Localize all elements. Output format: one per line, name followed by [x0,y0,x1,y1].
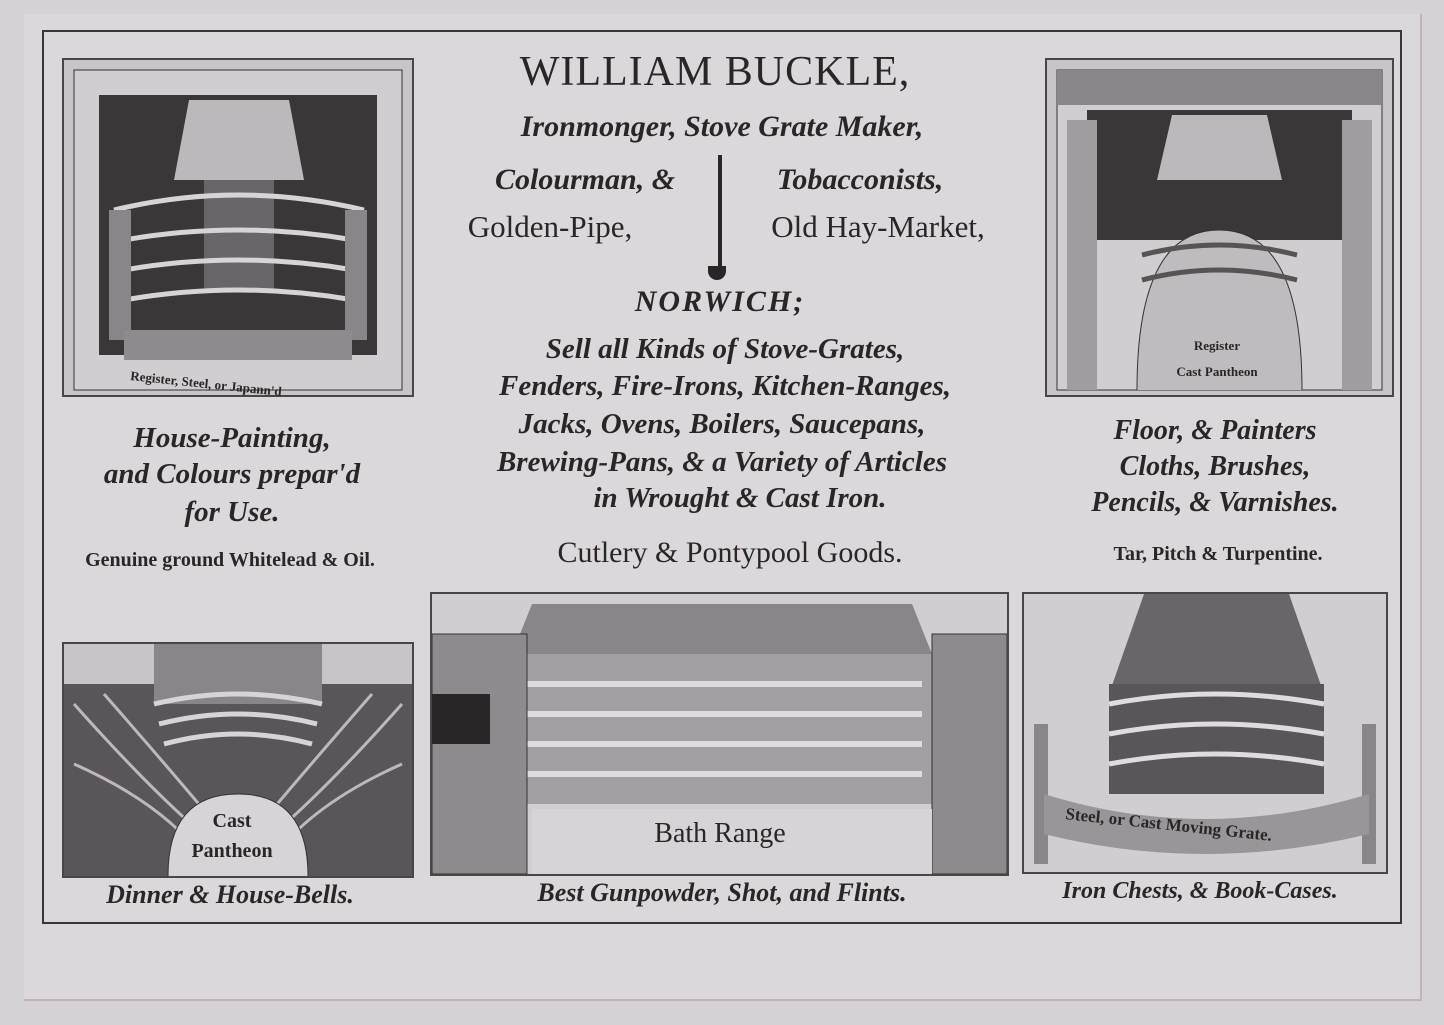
tobacconists-text: Tobacconists, [776,163,944,196]
goods-line: Fenders, Fire-Irons, Kitchen-Ranges, [499,370,951,402]
right-panel-caption-2: Cast Pantheon [1176,364,1258,379]
cutlery-text: Cutlery & Pontypool Goods. [557,536,903,569]
business-name: WILLIAM BUCKLE, [519,49,911,95]
fireplace-grate-icon [1056,69,1383,391]
left-text-line: House-Painting, [133,422,331,454]
register-grate-illustration [62,58,414,397]
goods-line: Sell all Kinds of Stove-Grates, [545,333,905,365]
colourman-text: Colourman, & [494,163,676,196]
cast-pantheon-illustration [62,642,414,878]
goods-line: Brewing-Pans, & a Variety of Articles [496,446,948,478]
fireplace-grate-icon [64,644,412,876]
right-text-line: Cloths, Brushes, [1119,451,1311,482]
left-text-line: and Colours prepar'd [103,458,361,490]
fireplace-grate-icon [1024,594,1386,872]
bottom-left-caption-1: Cast [212,810,252,832]
bottom-center-footer: Best Gunpowder, Shot, and Flints. [537,878,907,907]
city-text: NORWICH; [634,285,806,318]
moving-grate-illustration [1022,592,1388,874]
bath-range-caption: Bath Range [654,818,786,849]
golden-pipe-text: Golden-Pipe, [467,209,633,244]
bottom-right-footer: Iron Chests, & Book-Cases. [1062,878,1338,904]
pipe-icon [718,155,722,275]
right-footer: Tar, Pitch & Turpentine. [1113,543,1323,565]
left-footer: Genuine ground Whitelead & Oil. [85,549,375,571]
trades-line: Ironmonger, Stove Grate Maker, [520,110,924,143]
bottom-left-footer: Dinner & House-Bells. [106,880,354,909]
goods-line: in Wrought & Cast Iron. [593,482,887,514]
fireplace-grate-icon [73,69,403,391]
goods-line: Jacks, Ovens, Boilers, Saucepans, [518,408,926,440]
right-text-line: Pencils, & Varnishes. [1091,487,1339,518]
card-border [42,30,1402,924]
bath-range-icon [432,594,1007,874]
right-panel-caption-1: Register [1193,338,1241,353]
right-text-line: Floor, & Painters [1113,415,1317,446]
register-cast-pantheon-illustration [1045,58,1394,397]
bath-range-illustration [430,592,1009,876]
pipe-bowl-icon [708,266,726,280]
bottom-left-caption-2: Pantheon [191,840,273,862]
left-text-line: for Use. [184,496,280,528]
address-text: Old Hay-Market, [771,209,985,244]
